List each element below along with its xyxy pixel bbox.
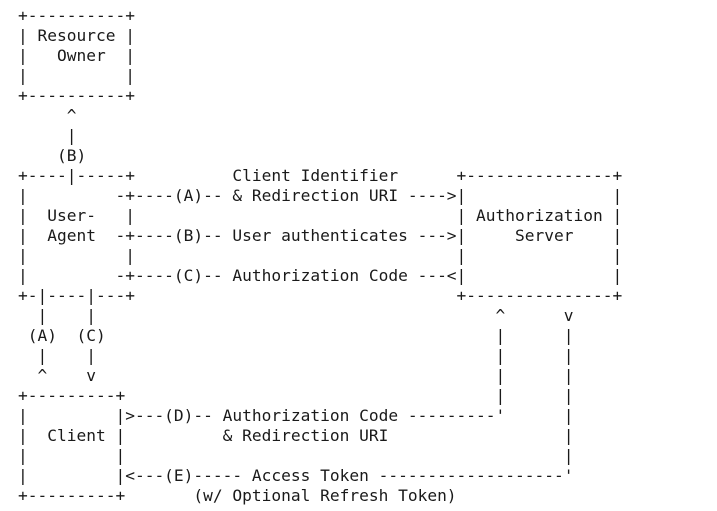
step-b-user-authenticates-arrow: | Agent -+----(B)-- User authenticates -… (18, 226, 623, 245)
resource-owner-label-line-2: | Owner | (18, 46, 135, 65)
connector-arrowheads: ^ v | | (18, 366, 574, 385)
step-a-client-identifier-arrow: | -+----(A)-- & Redirection URI ---->| | (18, 186, 623, 205)
step-e-access-token-arrow: | |<---(E)----- Access Token -----------… (18, 466, 574, 485)
user-agent-and-auth-server-box-top: +----|-----+ Client Identifier +--------… (18, 166, 623, 185)
step-a-and-c-labels: (A) (C) | | (18, 326, 574, 345)
vertical-connectors: | | ^ v (18, 306, 574, 325)
client-box-side: | | | (18, 446, 574, 465)
step-b-label: (B) (18, 146, 87, 165)
resource-owner-box-top: +----------+ (18, 6, 135, 25)
user-agent-and-auth-server-box-side: | | | | (18, 246, 623, 265)
resource-owner-box-side: | | (18, 66, 135, 85)
resource-owner-box-bottom: +----------+ (18, 86, 135, 105)
arrow-shaft-resource-owner: | (18, 126, 77, 145)
step-c-authorization-code-arrow: | -+----(C)-- Authorization Code ---<| | (18, 266, 623, 285)
user-agent-and-auth-server-labels: | User- | | Authorization | (18, 206, 623, 225)
oauth-flow-diagram: +----------+ | Resource | | Owner | | | … (18, 6, 708, 506)
resource-owner-label-line-1: | Resource | (18, 26, 135, 45)
client-box-bottom-refresh-token: +---------+ (w/ Optional Refresh Token) (18, 486, 457, 505)
client-label-and-redirection-uri: | Client | & Redirection URI | (18, 426, 574, 445)
vertical-connectors-2: | | | | (18, 346, 574, 365)
step-d-authorization-code-arrow: | |>---(D)-- Authorization Code --------… (18, 406, 574, 425)
client-box-top: +---------+ | | (18, 386, 574, 405)
arrow-up-to-resource-owner: ^ (18, 106, 77, 125)
user-agent-and-auth-server-box-bottom: +-|----|---+ +---------------+ (18, 286, 623, 305)
